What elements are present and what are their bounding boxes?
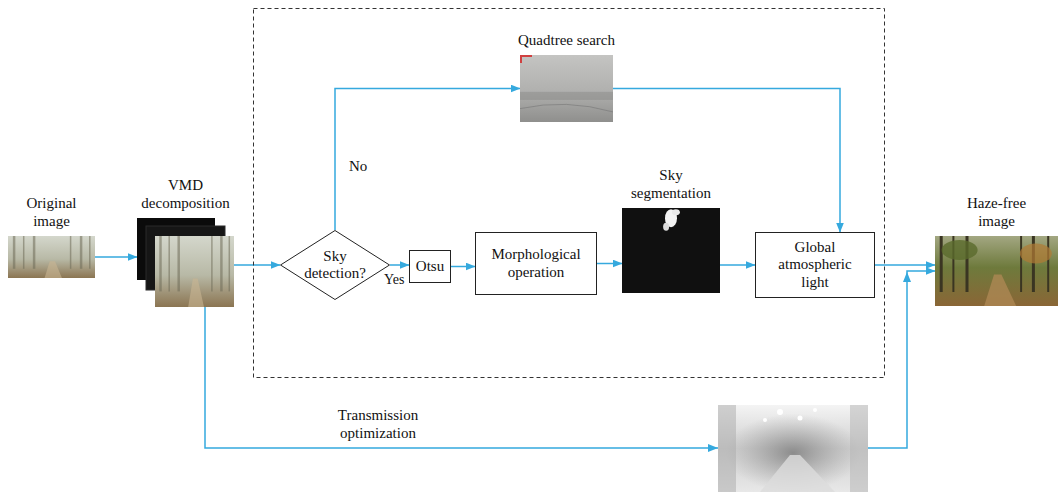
arrowhead: [708, 444, 718, 452]
thumbnail-image: [622, 208, 720, 293]
arrowhead: [903, 272, 911, 282]
connector: [390, 264, 409, 266]
box-label: Global atmospheric light: [769, 239, 861, 291]
image-node: Original image: [8, 236, 95, 278]
connector: [234, 264, 280, 266]
image-node: Haze-free image: [935, 236, 1058, 306]
image-caption: Sky segmentation: [621, 166, 721, 204]
decision-diamond: Sky detection?: [280, 230, 390, 300]
edge-label: No: [349, 157, 367, 176]
thumbnail-image: [935, 236, 1058, 306]
connector: [875, 264, 935, 266]
box-label: Sky detection?: [299, 248, 371, 283]
process-box: Global atmospheric light: [755, 232, 875, 298]
transmission-map: [718, 405, 868, 492]
connector: [720, 264, 755, 266]
connector: [451, 266, 475, 268]
connector: [335, 89, 520, 231]
image-caption: Haze-free image: [957, 194, 1037, 232]
image-node: VMD decomposition: [137, 218, 234, 307]
image-node: Sky segmentation: [622, 208, 720, 293]
image-node: Quadtree search: [520, 55, 613, 122]
edge-label: Yes: [384, 271, 404, 289]
box-label: Morphological operation: [480, 246, 592, 281]
thumbnail-image: [137, 218, 234, 307]
dashed-region: [254, 9, 885, 378]
thumbnail-image: [8, 236, 95, 278]
image-caption: Quadtree search: [497, 31, 637, 50]
connector: [95, 256, 137, 258]
thumbnail-image: [520, 55, 613, 122]
process-box: Otsu: [409, 250, 451, 283]
connector: [597, 263, 622, 265]
process-box: Morphological operation: [475, 232, 597, 295]
image-caption: Original image: [17, 194, 87, 232]
box-label: Otsu: [416, 258, 444, 275]
image-caption: VMD decomposition: [128, 176, 243, 214]
edge-label: Transmission optimization: [313, 406, 443, 444]
